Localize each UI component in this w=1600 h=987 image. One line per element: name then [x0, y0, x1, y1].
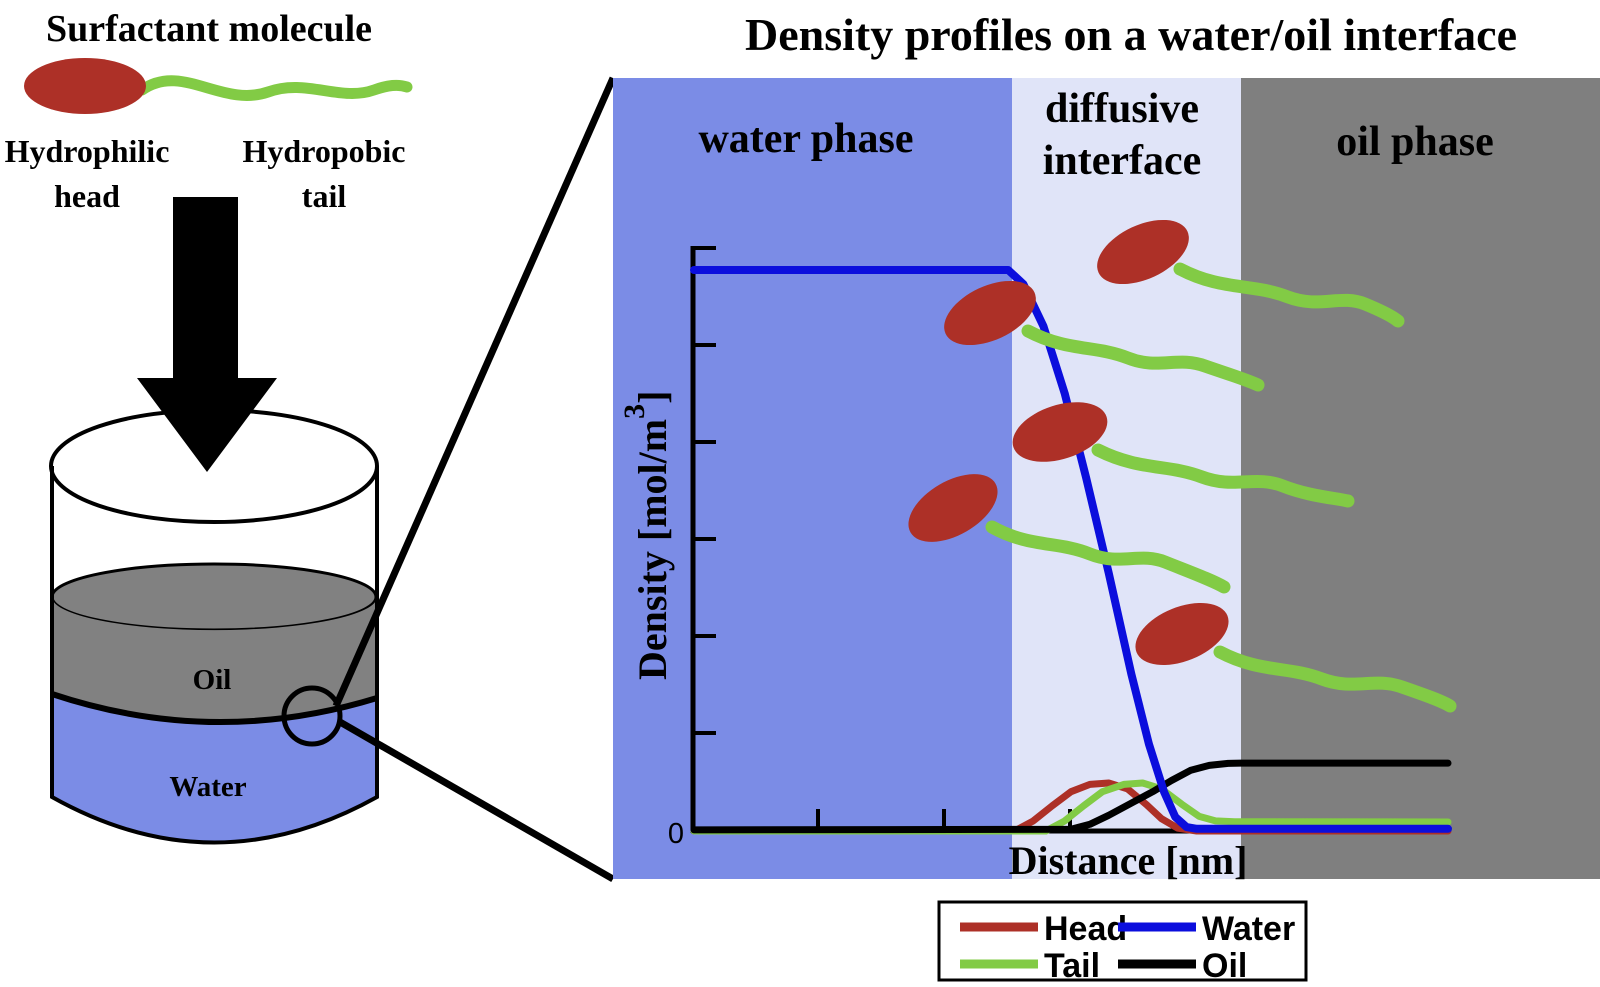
legend-water-label: Water — [1202, 910, 1295, 948]
head-density-curve — [690, 779, 1452, 835]
oil-water-boundary-line — [51, 691, 378, 726]
surfactant-head — [944, 280, 1036, 346]
zoom-line-bottom — [338, 718, 615, 883]
legend: Head Water Tail Oil — [937, 900, 1308, 985]
hydrophilic-label-line1: Hydrophilic — [5, 133, 170, 169]
surfactant-head — [1097, 219, 1189, 285]
diffusive-label-line1: diffusive — [1045, 86, 1199, 132]
beaker-oil-label: Oil — [193, 664, 232, 696]
beaker-outline — [50, 466, 379, 845]
legend-tail-label: Tail — [1044, 947, 1100, 985]
surfactant-molecule-diagram — [24, 58, 413, 114]
oil-phase-region — [1241, 78, 1600, 879]
hydrophilic-label-line2: head — [54, 178, 120, 214]
surfactant-head — [908, 474, 998, 542]
beaker-water-layer — [52, 694, 377, 843]
diffusive-label-line2: interface — [1043, 138, 1202, 184]
legend-head-label: Head — [1044, 910, 1127, 948]
interface-surfactants — [908, 219, 1457, 713]
y-axis-label: Density [mol/m3] — [618, 391, 675, 680]
legend-oil-label: Oil — [1202, 947, 1247, 985]
water-phase-label: water phase — [698, 116, 913, 162]
surfactant-tail — [985, 520, 1231, 594]
down-arrow-icon — [137, 197, 277, 472]
main-title: Density profiles on a water/oil interfac… — [745, 9, 1517, 60]
water-phase-region — [613, 78, 1012, 879]
surfactant-tail — [1173, 262, 1405, 328]
beaker: Oil Water — [49, 408, 379, 845]
beaker-oil-surface — [50, 562, 378, 632]
y-axis-label-main: Density [mol/m — [630, 419, 675, 680]
x-axis-label: Distance [nm] — [1009, 838, 1248, 883]
tail-density-curve — [690, 779, 1452, 835]
surfactant-tail — [1021, 324, 1265, 392]
y-axis-zero-label: 0 — [668, 818, 684, 850]
svg-text:Density [mol/m3]: Density [mol/m3] — [618, 391, 675, 680]
hydrophobic-label-line1: Hydropobic — [243, 133, 406, 169]
surfactant-head — [1135, 602, 1229, 666]
interface-magnifier-circle — [281, 685, 343, 747]
beaker-water-label: Water — [169, 771, 246, 803]
y-axis-label-superscript: 3 — [618, 404, 651, 419]
hydrophobic-label-line2: tail — [302, 178, 347, 214]
y-axis-label-close: ] — [630, 391, 675, 404]
oil-phase-label: oil phase — [1336, 119, 1494, 165]
surfactant-tail — [1091, 443, 1355, 508]
surfactant-tail — [136, 75, 413, 101]
surfactant-title: Surfactant molecule — [46, 8, 372, 50]
surfactant-head — [24, 58, 146, 114]
zoom-line-top — [332, 76, 617, 708]
surfactant-head — [1012, 402, 1108, 462]
y-ticks — [695, 246, 716, 735]
surfactant-tail — [1213, 645, 1457, 713]
